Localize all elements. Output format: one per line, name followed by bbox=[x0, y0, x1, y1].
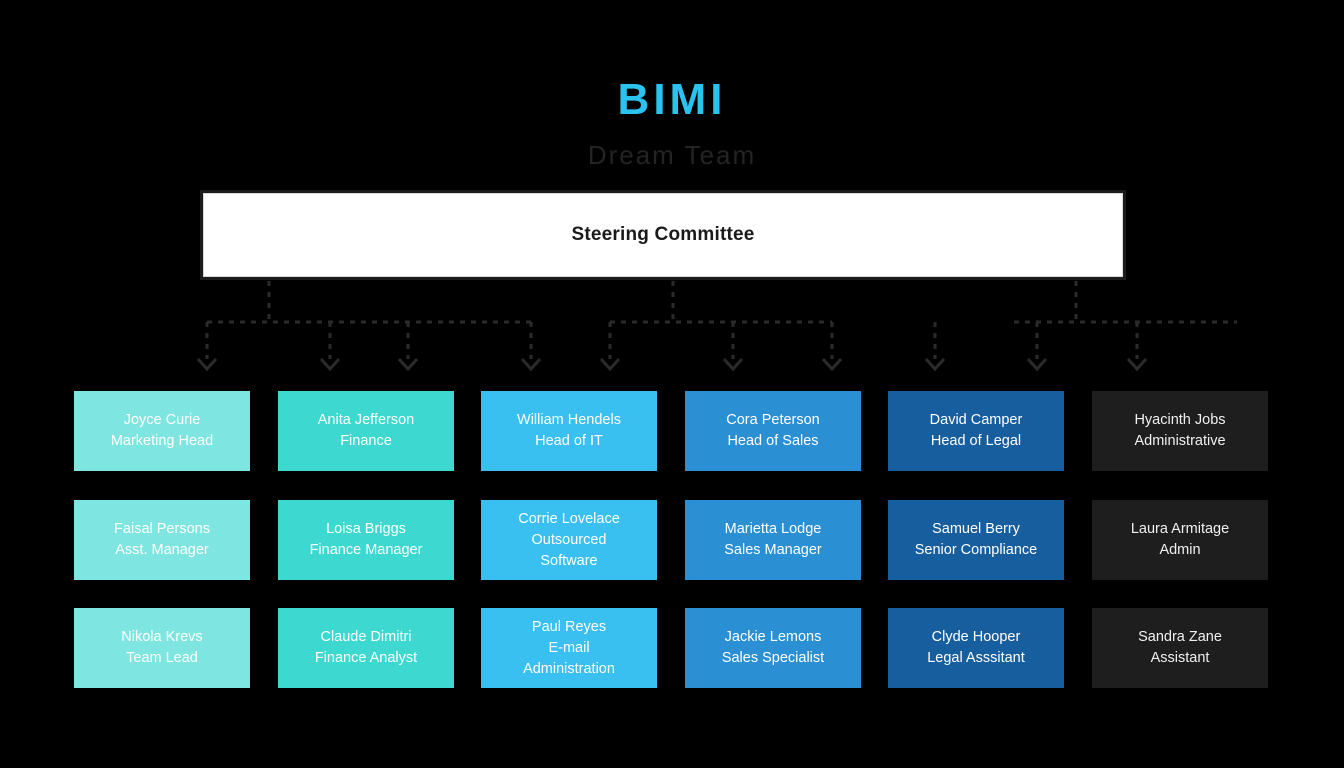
org-card-name: Laura Armitage bbox=[1130, 521, 1230, 537]
org-card-name: Samuel Berry bbox=[932, 521, 1020, 537]
connector-arrow-icon bbox=[1026, 357, 1048, 372]
org-card-role: Legal Asssitant bbox=[927, 650, 1025, 666]
page-title: BIMI bbox=[617, 75, 727, 124]
root-node-label: Steering Committee bbox=[571, 224, 755, 245]
connector-arrow-icon bbox=[599, 357, 621, 372]
page-header: BIMI Dream Team bbox=[0, 75, 1344, 170]
org-card-role: E-mail bbox=[548, 639, 590, 656]
org-card-role: Head of IT bbox=[535, 433, 603, 449]
connector-arrow-icon bbox=[319, 357, 341, 372]
connector-arrow-icon bbox=[924, 357, 946, 372]
org-card-name: Joyce Curie bbox=[123, 412, 201, 428]
org-card-name: David Camper bbox=[929, 412, 1023, 428]
connector-arrow-icon bbox=[1126, 357, 1148, 372]
root-node-frame: Steering Committee bbox=[200, 190, 1126, 280]
org-card-role: Finance Manager bbox=[309, 542, 423, 558]
org-card-name: Sandra Zane bbox=[1138, 629, 1222, 645]
org-card-role: Software bbox=[540, 552, 598, 569]
org-card-role: Administration bbox=[523, 660, 615, 677]
connector-arrow-icon bbox=[397, 357, 419, 372]
org-card-role: Finance Analyst bbox=[314, 650, 418, 666]
org-card-role: Finance bbox=[340, 433, 392, 449]
org-card-role: Administrative bbox=[1134, 433, 1226, 449]
org-card-name: Cora Peterson bbox=[726, 412, 820, 428]
org-card-role: Sales Manager bbox=[724, 542, 822, 558]
connector-arrow-icon bbox=[722, 357, 744, 372]
org-card-name: Nikola Krevs bbox=[121, 629, 203, 645]
org-card-role: Head of Sales bbox=[727, 433, 819, 449]
org-card-role: Admin bbox=[1159, 542, 1201, 558]
org-card-name: Marietta Lodge bbox=[724, 521, 822, 537]
org-card-role: Marketing Head bbox=[110, 433, 214, 449]
org-card-name: Jackie Lemons bbox=[724, 629, 822, 645]
org-card-role: Assistant bbox=[1150, 650, 1210, 666]
org-card-name: Clyde Hooper bbox=[931, 629, 1021, 645]
org-card-name: William Hendels bbox=[517, 412, 621, 428]
org-card-name: Loisa Briggs bbox=[326, 521, 406, 537]
connector-arrow-icon bbox=[821, 357, 843, 372]
org-card-name: Faisal Persons bbox=[114, 521, 210, 537]
org-card-name: Claude Dimitri bbox=[320, 629, 412, 645]
connector-arrow-icon bbox=[520, 357, 542, 372]
org-card-role: Team Lead bbox=[126, 650, 198, 666]
org-card-name: Corrie Lovelace bbox=[518, 510, 620, 527]
org-card-name: Anita Jefferson bbox=[317, 412, 415, 428]
org-card-name: Hyacinth Jobs bbox=[1134, 412, 1226, 428]
root-node-steering-committee[interactable]: Steering Committee bbox=[203, 193, 1123, 277]
org-card-role: Asst. Manager bbox=[115, 542, 209, 558]
org-card-role: Senior Compliance bbox=[914, 542, 1038, 558]
org-card-role: Outsourced bbox=[531, 531, 607, 548]
org-card-role: Sales Specialist bbox=[721, 650, 825, 666]
org-card-role: Head of Legal bbox=[930, 433, 1022, 449]
page-subtitle: Dream Team bbox=[587, 140, 757, 170]
connector-arrow-icon bbox=[196, 357, 218, 372]
org-card-name: Paul Reyes bbox=[531, 618, 607, 635]
